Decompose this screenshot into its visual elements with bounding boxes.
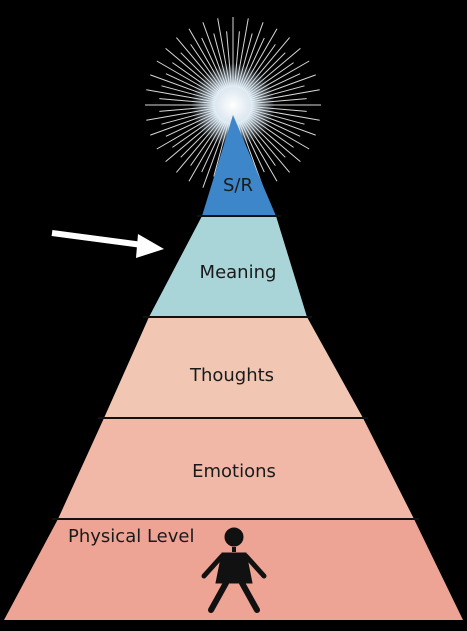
tier-dividers — [52, 215, 419, 520]
tier-label-thoughts: Thoughts — [189, 365, 274, 386]
human-figure-icon — [201, 527, 267, 613]
tier-label-emotions: Emotions — [192, 461, 276, 482]
tier-sr — [202, 115, 276, 216]
tier-label-physical: Physical Level — [68, 526, 194, 547]
tier-emotions — [58, 418, 414, 519]
glow-halo — [191, 63, 275, 147]
tier-label-sr: S/R — [223, 175, 253, 196]
tier-thoughts — [104, 317, 363, 418]
arrow-right-icon — [51, 230, 164, 258]
tier-meaning — [149, 216, 307, 317]
tier-label-meaning: Meaning — [200, 262, 277, 283]
